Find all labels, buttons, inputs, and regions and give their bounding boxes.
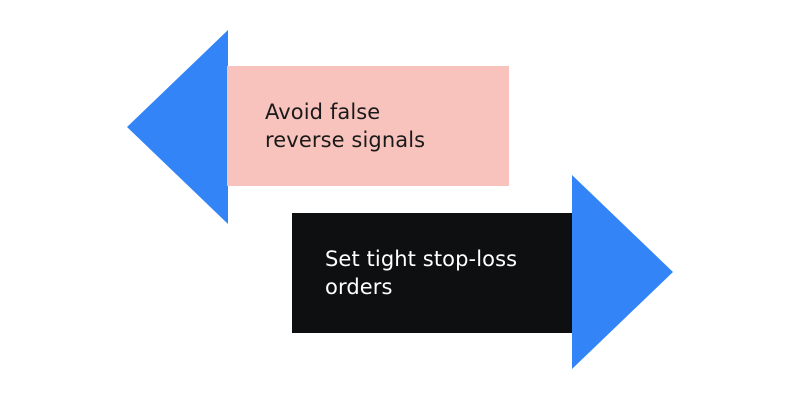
arrow-left-head-icon (127, 30, 228, 224)
right-arrow-label: Set tight stop-loss orders (325, 247, 518, 299)
right-arrow-box: Set tight stop-loss orders (292, 213, 574, 333)
left-arrow-box: Avoid false reverse signals (227, 66, 509, 186)
arrow-right-head-icon (572, 175, 673, 369)
left-arrow-label: Avoid false reverse signals (265, 100, 426, 152)
